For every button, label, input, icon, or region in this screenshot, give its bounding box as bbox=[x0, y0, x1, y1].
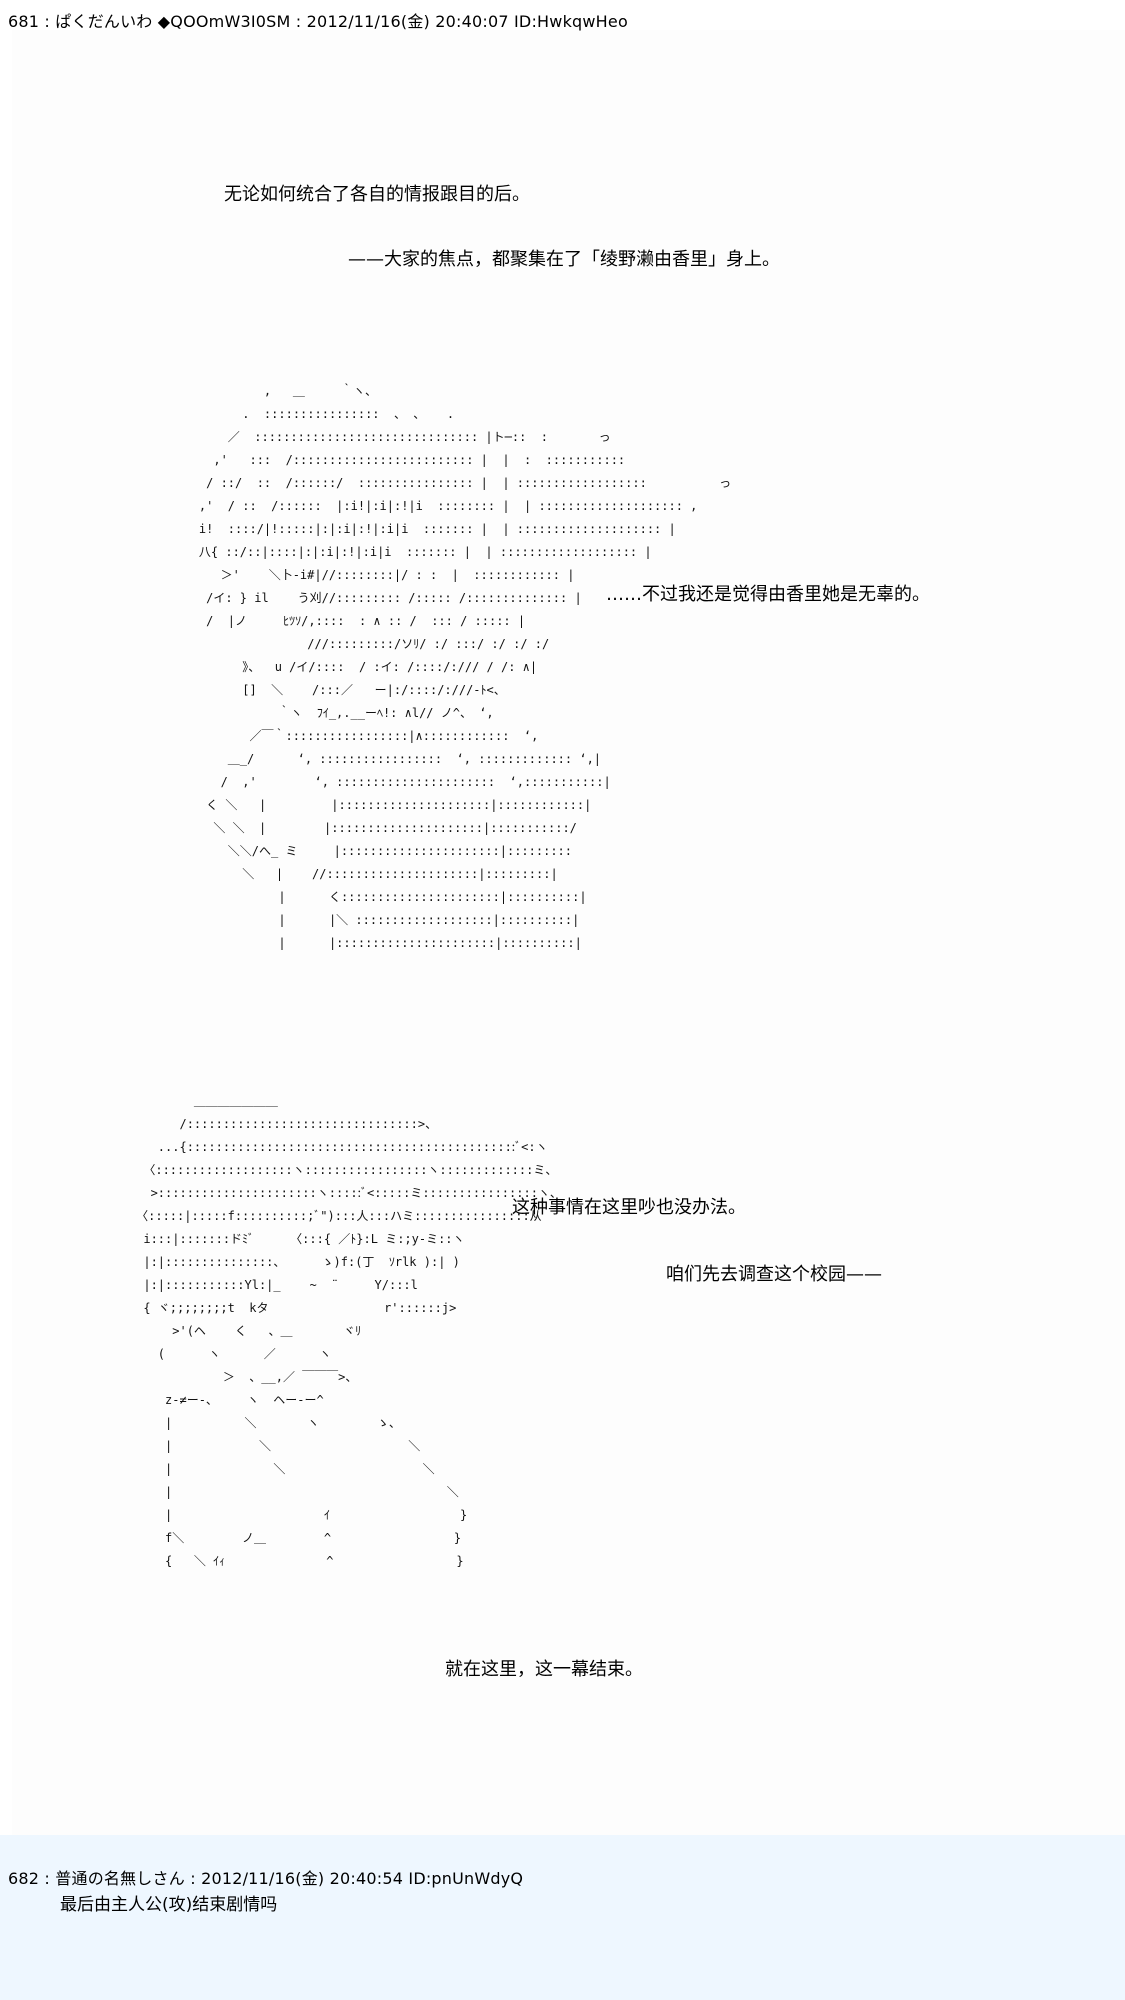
post-body-background bbox=[12, 30, 1125, 1835]
narration-line: 咱们先去调查这个校园—— bbox=[666, 1264, 882, 1285]
post-header: 681 : ぱくだんいわ ◆QOOmW3I0SM : 2012/11/16(金)… bbox=[8, 12, 628, 31]
narration-line: 就在这里，这一幕结束。 bbox=[445, 1659, 643, 1680]
post-682: 682 : 普通の名無しさん : 2012/11/16(金) 20:40:54 … bbox=[0, 1835, 1125, 2000]
narration-line: 这种事情在这里吵也没办法。 bbox=[512, 1197, 746, 1218]
ascii-art-character-2: ＿＿＿＿＿＿＿ /:::::::::::::::::::::::::::::::… bbox=[136, 1094, 562, 1568]
narration-line: 无论如何统合了各自的情报跟目的后。 bbox=[224, 184, 530, 205]
narration-line: ——大家的焦点，都聚集在了「绫野濑由香里」身上。 bbox=[348, 249, 780, 270]
ascii-art-character-1: , ＿ ｀ヽ、 . :::::::::::::::: 、 、 . ／ :::::… bbox=[198, 384, 732, 950]
post-681: 681 : ぱくだんいわ ◆QOOmW3I0SM : 2012/11/16(金)… bbox=[8, 12, 1125, 1835]
narration-line: ……不过我还是觉得由香里她是无辜的。 bbox=[606, 584, 930, 605]
post-header: 682 : 普通の名無しさん : 2012/11/16(金) 20:40:54 … bbox=[8, 1869, 524, 1888]
reply-text: 最后由主人公(攻)结束剧情吗 bbox=[60, 1895, 278, 1915]
